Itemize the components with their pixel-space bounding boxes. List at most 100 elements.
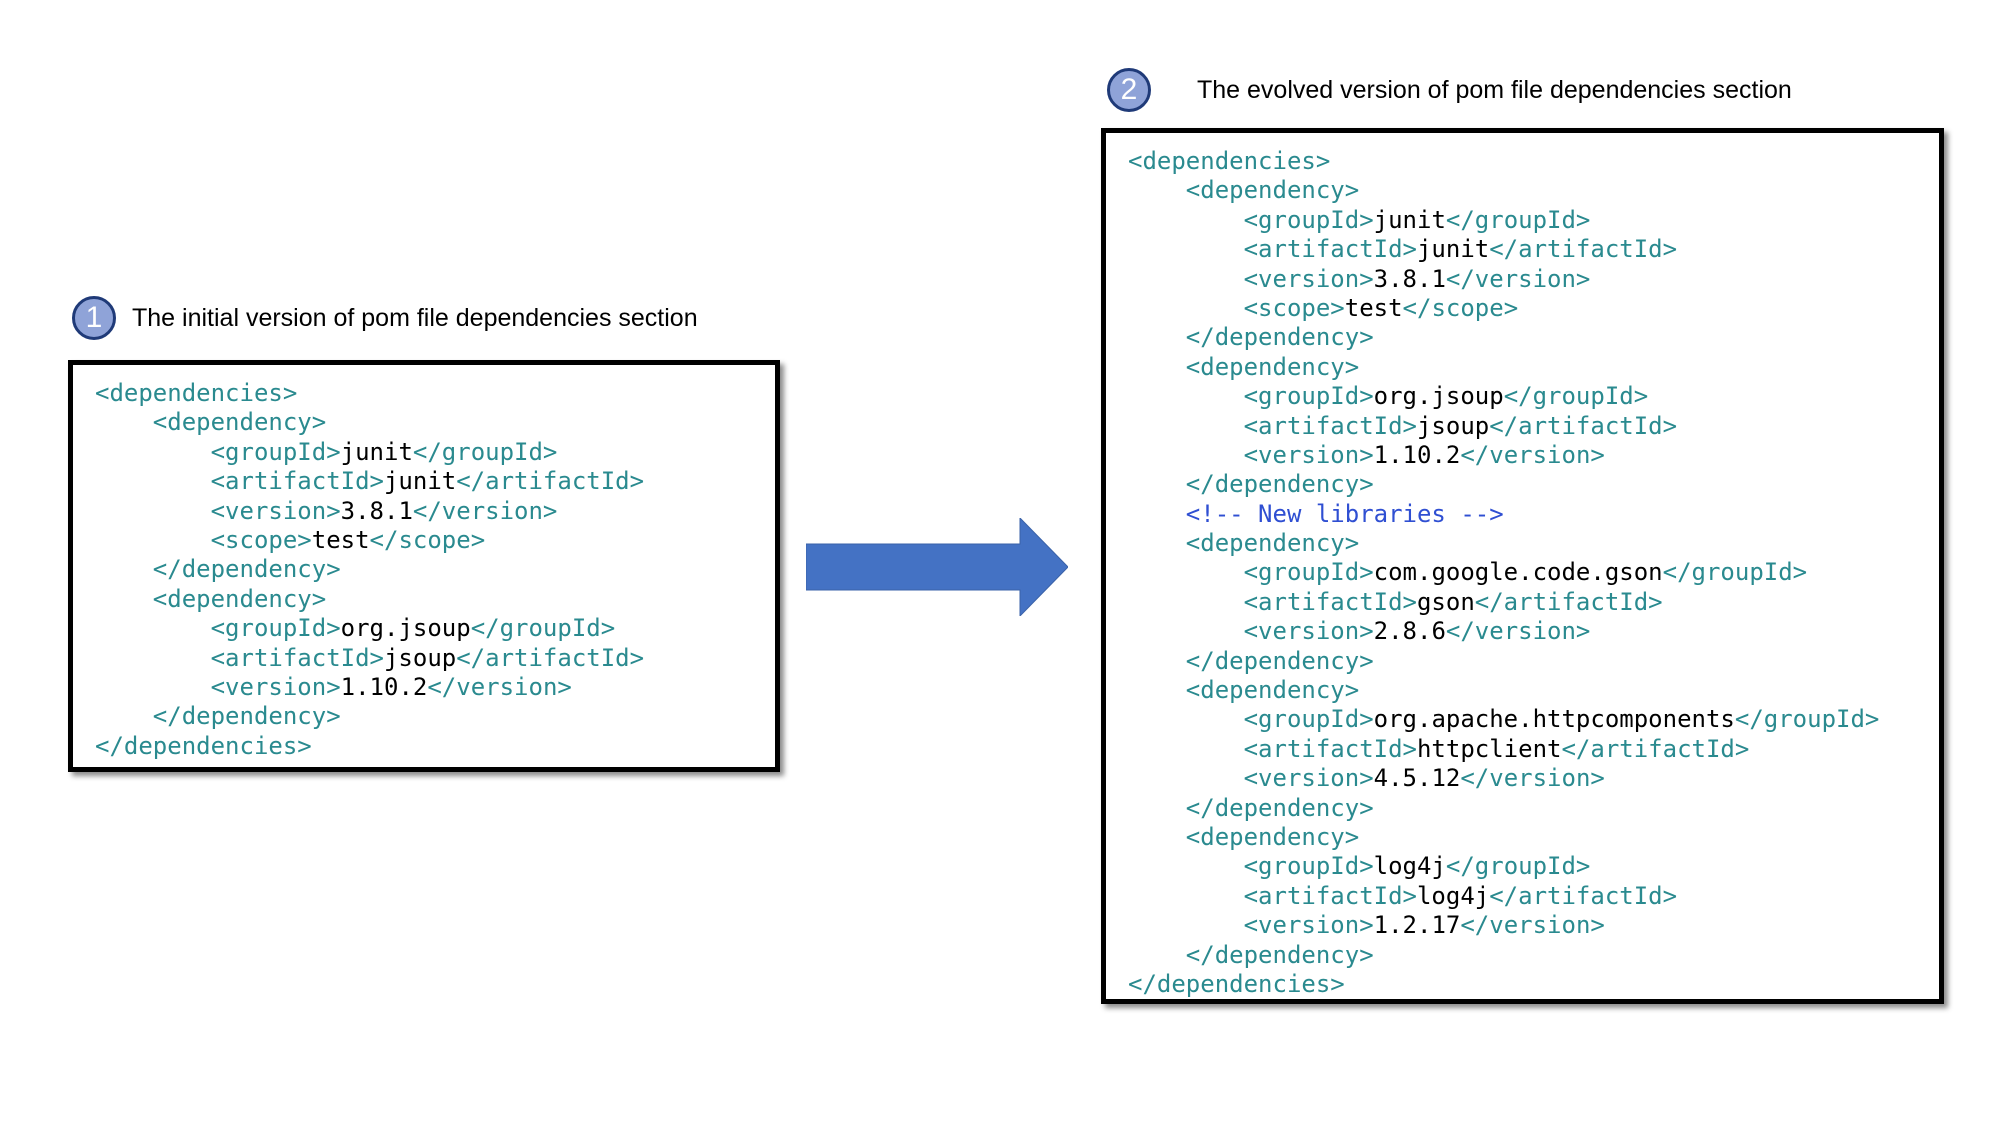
xml-value: 1.10.2 <box>1373 440 1461 469</box>
xml-open-tag: <groupId> <box>1243 558 1374 587</box>
indent <box>1128 588 1244 616</box>
code-line: <groupId>log4j</groupId> <box>1128 852 1879 881</box>
indent <box>1128 206 1244 234</box>
indent <box>1128 265 1244 293</box>
xml-close-tag: </version> <box>1445 617 1591 646</box>
xml-close-tag: </groupId> <box>470 614 616 643</box>
code-line: <dependency> <box>1128 353 1879 382</box>
xml-value: jsoup <box>383 643 457 672</box>
xml-value: junit <box>1416 235 1490 264</box>
code-line: <artifactId>junit</artifactId> <box>95 467 644 496</box>
xml-value: 3.8.1 <box>1373 264 1446 293</box>
indent <box>1128 470 1186 498</box>
code-line: </dependency> <box>1128 941 1879 970</box>
code-line: <scope>test</scope> <box>1128 294 1879 323</box>
xml-open-tag: </dependency> <box>152 555 341 584</box>
indent <box>95 585 153 613</box>
code-line: <dependency> <box>1128 676 1879 705</box>
xml-open-tag: <groupId> <box>1243 382 1374 411</box>
indent <box>1128 529 1186 557</box>
code-line: <artifactId>gson</artifactId> <box>1128 588 1879 617</box>
code-line: <groupId>org.jsoup</groupId> <box>95 614 644 643</box>
xml-close-tag: </artifactId> <box>456 467 645 496</box>
xml-open-tag: <dependency> <box>1185 529 1360 558</box>
xml-open-tag: <artifactId> <box>1243 881 1417 910</box>
code-line: <groupId>org.jsoup</groupId> <box>1128 382 1879 411</box>
xml-close-tag: </artifactId> <box>1561 734 1750 763</box>
xml-close-tag: </version> <box>412 496 558 525</box>
indent <box>1128 412 1244 440</box>
code-line: <dependency> <box>1128 529 1879 558</box>
code-line: </dependency> <box>1128 470 1879 499</box>
xml-close-tag: </groupId> <box>1445 205 1591 234</box>
xml-open-tag: <dependency> <box>1185 676 1360 705</box>
code-line: <dependency> <box>95 408 644 437</box>
xml-open-tag: <dependency> <box>152 408 327 437</box>
indent <box>95 467 211 495</box>
xml-open-tag: <artifactId> <box>210 467 384 496</box>
xml-close-tag: </artifactId> <box>1474 587 1663 616</box>
xml-close-tag: </groupId> <box>1503 382 1649 411</box>
xml-close-tag: </artifactId> <box>1489 235 1678 264</box>
xml-close-tag: </groupId> <box>1734 705 1880 734</box>
xml-open-tag: <scope> <box>1243 293 1345 322</box>
xml-value: test <box>1344 293 1403 322</box>
indent <box>1128 441 1244 469</box>
xml-open-tag: <groupId> <box>1243 852 1374 881</box>
indent <box>1128 382 1244 410</box>
xml-open-tag: </dependency> <box>1185 940 1374 969</box>
xml-close-tag: </groupId> <box>412 437 558 466</box>
right-arrow-icon <box>806 518 1068 616</box>
xml-value: junit <box>1373 205 1446 234</box>
code-line: </dependency> <box>1128 323 1879 352</box>
xml-open-tag: <version> <box>1243 764 1374 793</box>
code-line: </dependency> <box>95 702 644 731</box>
xml-open-tag: </dependencies> <box>1128 969 1345 998</box>
indent <box>1128 323 1186 351</box>
xml-open-tag: <version> <box>210 672 341 701</box>
xml-value: 1.10.2 <box>340 672 428 701</box>
xml-open-tag: <version> <box>210 496 341 525</box>
indent <box>95 555 153 583</box>
evolved-pom-code-box: <dependencies> <dependency> <groupId>jun… <box>1101 128 1944 1004</box>
xml-open-tag: <artifactId> <box>1243 411 1417 440</box>
xml-open-tag: </dependency> <box>1185 323 1374 352</box>
xml-value: jsoup <box>1416 411 1490 440</box>
code-line: <dependencies> <box>95 379 644 408</box>
code-line: </dependency> <box>1128 794 1879 823</box>
code-line: <groupId>junit</groupId> <box>95 438 644 467</box>
xml-value: junit <box>383 467 457 496</box>
evolved-version-caption: 2 The evolved version of pom file depend… <box>1107 68 1792 112</box>
code-line: <groupId>junit</groupId> <box>1128 206 1879 235</box>
indent <box>95 408 153 436</box>
code-line: </dependency> <box>95 555 644 584</box>
code-line: </dependency> <box>1128 647 1879 676</box>
indent <box>1128 294 1244 322</box>
xml-open-tag: </dependencies> <box>95 731 312 760</box>
indent <box>1128 852 1244 880</box>
indent <box>1128 558 1244 586</box>
indent <box>1128 647 1186 675</box>
xml-close-tag: </groupId> <box>1445 852 1591 881</box>
xml-open-tag: <dependencies> <box>1128 147 1331 175</box>
indent <box>95 614 211 642</box>
indent <box>95 644 211 672</box>
xml-close-tag: </version> <box>1445 264 1591 293</box>
code-line: <version>1.2.17</version> <box>1128 911 1879 940</box>
code-line: <groupId>com.google.code.gson</groupId> <box>1128 558 1879 587</box>
xml-close-tag: </version> <box>1460 764 1605 793</box>
xml-open-tag: <groupId> <box>1243 205 1374 234</box>
xml-value: org.apache.httpcomponents <box>1373 705 1735 734</box>
indent <box>1128 676 1186 704</box>
indent <box>95 702 153 730</box>
evolved-version-caption-text: The evolved version of pom file dependen… <box>1197 75 1792 104</box>
indent <box>1128 617 1244 645</box>
xml-open-tag: </dependency> <box>152 702 341 731</box>
xml-value: org.jsoup <box>1373 382 1504 411</box>
xml-value: 2.8.6 <box>1373 617 1446 646</box>
xml-open-tag: <version> <box>1243 911 1374 940</box>
initial-version-caption-text: The initial version of pom file dependen… <box>132 303 698 332</box>
xml-value: 3.8.1 <box>340 496 413 525</box>
code-line: <version>1.10.2</version> <box>95 673 644 702</box>
xml-value: com.google.code.gson <box>1373 558 1663 587</box>
